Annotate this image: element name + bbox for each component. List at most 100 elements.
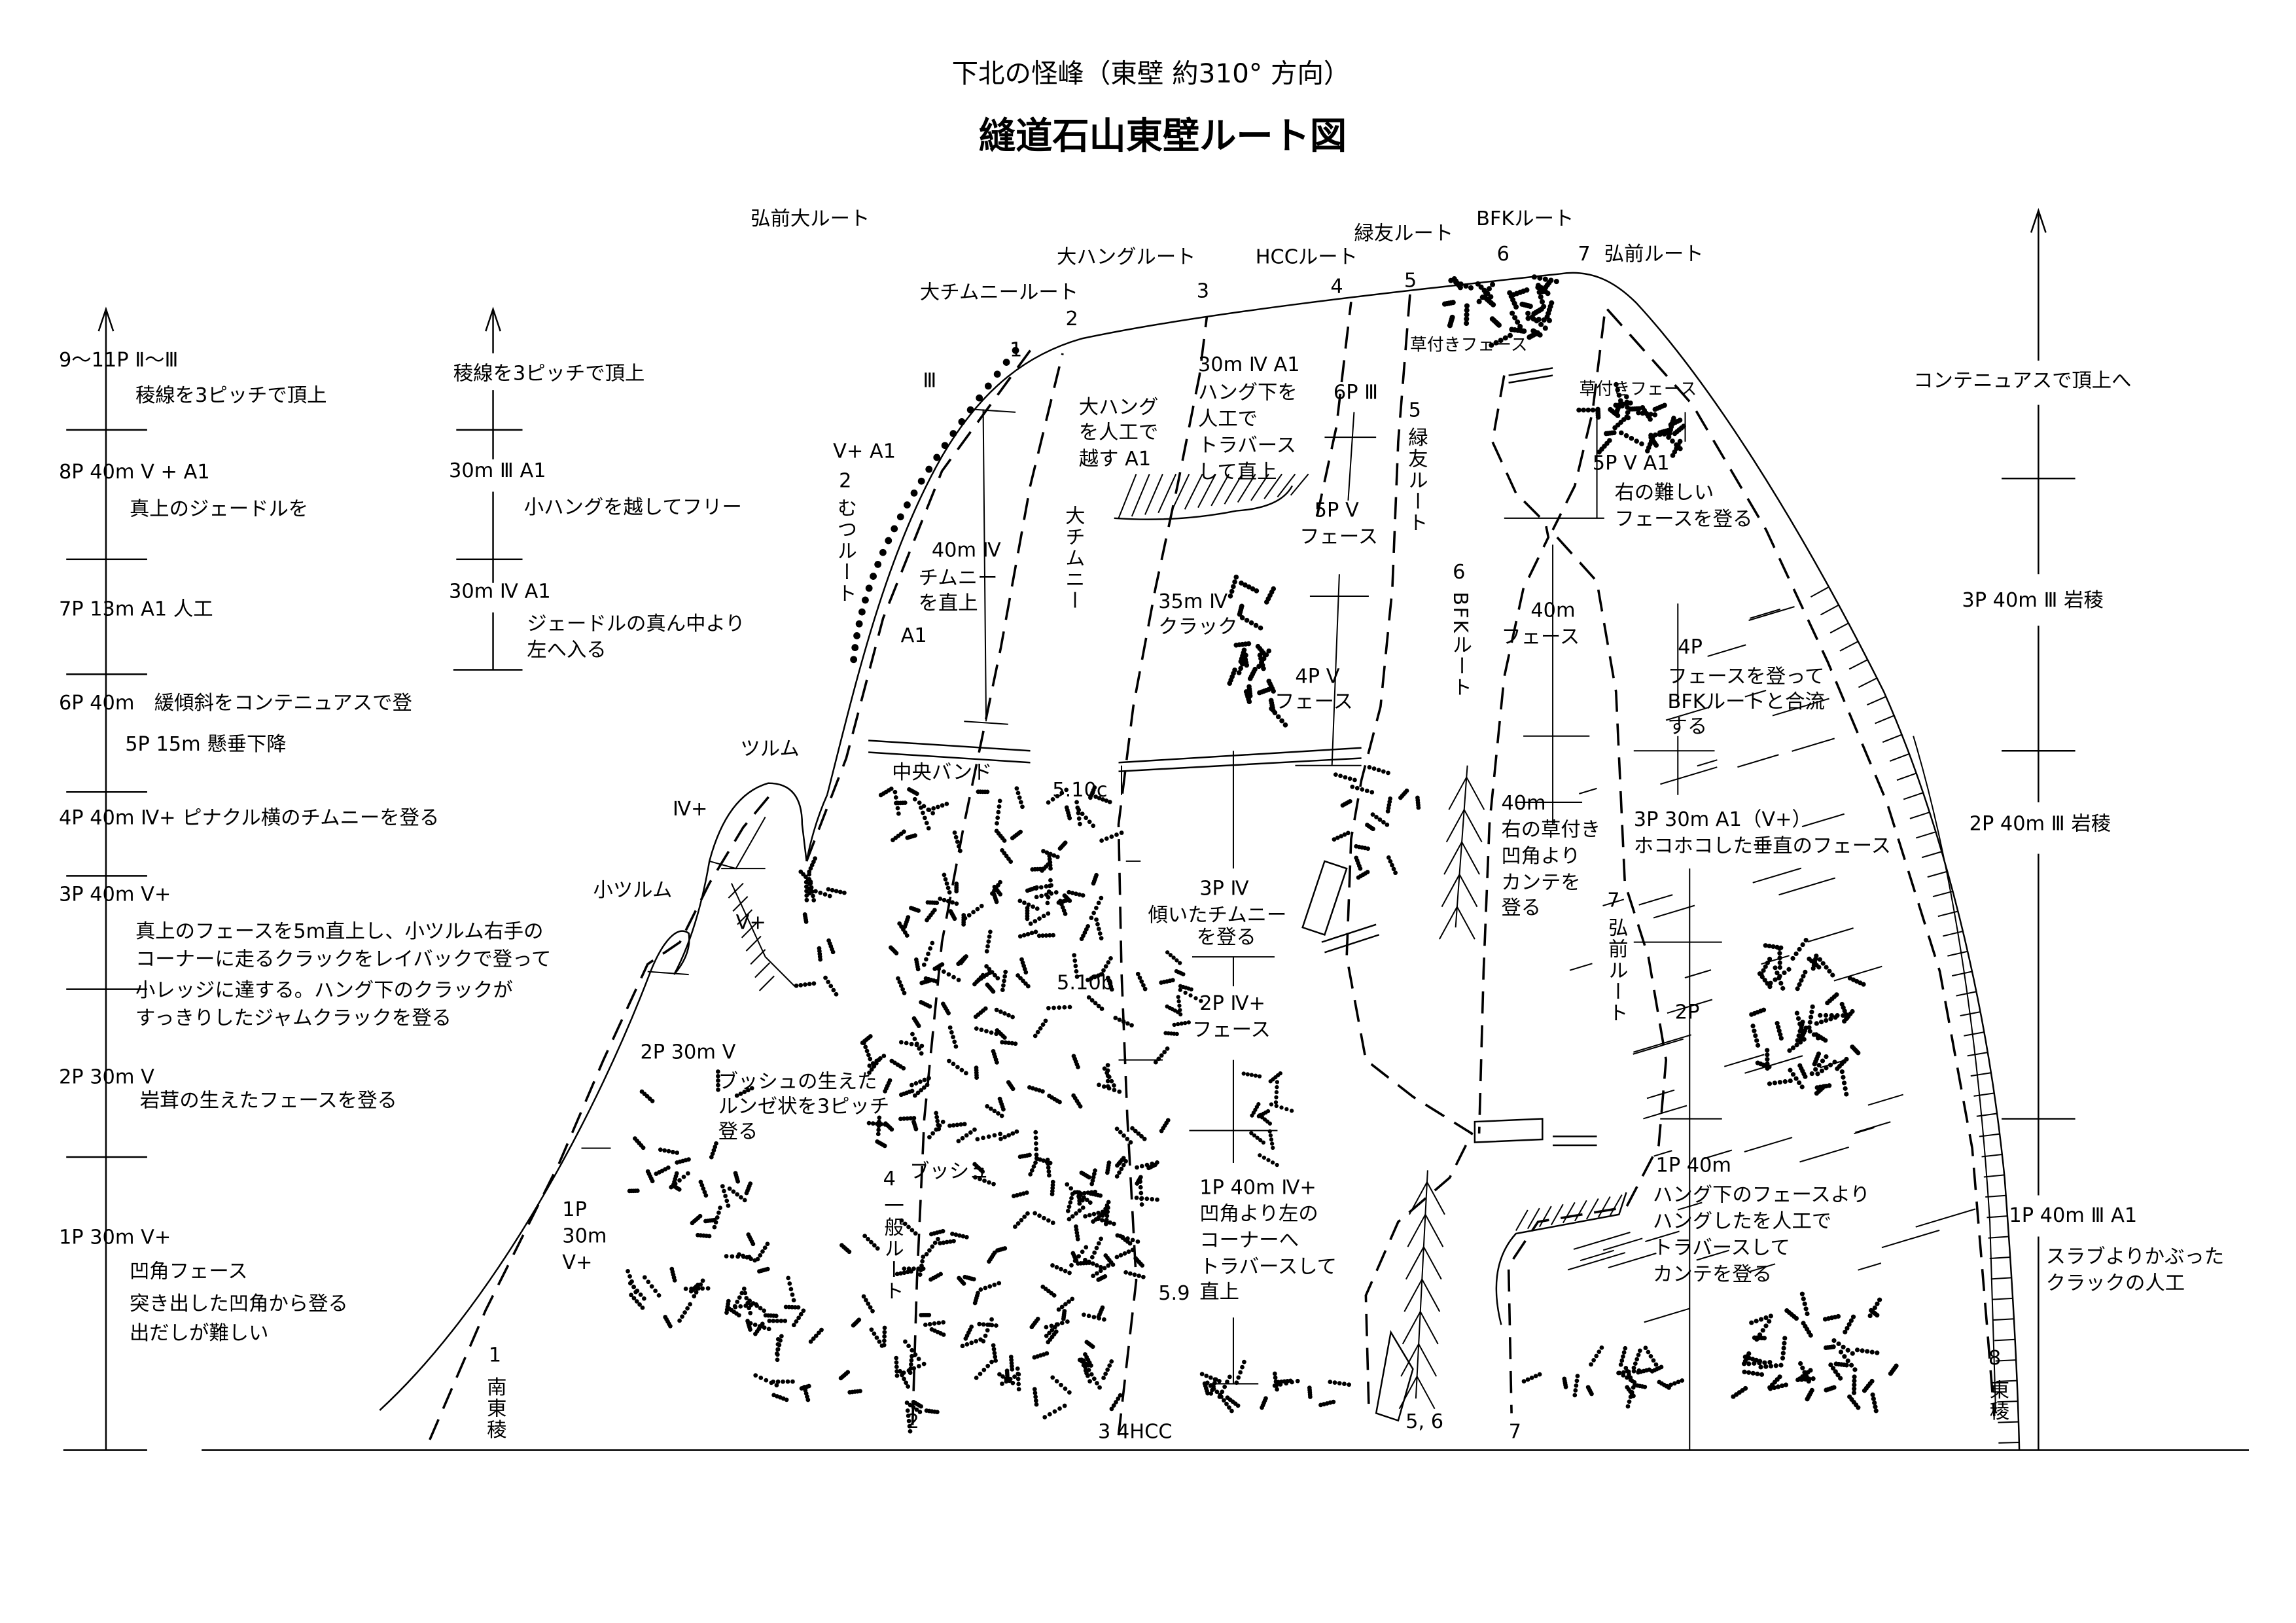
bush-dot [985,1328,990,1333]
bush-dot [1070,1251,1076,1256]
face-label: 30m [562,1224,607,1247]
hang-hatch-line [1538,1205,1552,1228]
bush-dot [1018,800,1023,805]
bush-dot [1666,434,1672,440]
bush-dot [1001,1107,1006,1112]
bush-dot [1674,442,1679,448]
bush-dot [1753,1033,1758,1039]
bush-dot [631,1296,637,1301]
bush-dot [1746,1351,1752,1356]
bush-dot [1810,1004,1815,1009]
bush-dot [762,1308,767,1313]
bush-dot [992,1109,997,1114]
bush-dot [1597,1349,1602,1354]
bush-dot [1204,1373,1209,1378]
bush-dot [1778,1032,1783,1037]
mutsu-route-dot [870,573,877,580]
bush-cluster [1227,575,1288,728]
face-label: ブッシュの生えた [718,1070,877,1093]
ridge-hatch-line [1927,870,1948,878]
bush-dot [1046,800,1051,805]
bush-dot [649,1284,654,1289]
bush-dot [724,1254,729,1258]
bush-dot [1181,972,1186,976]
bush-dot [1025,1211,1030,1216]
bush-dot [913,1126,919,1132]
bush-dot [1782,1079,1788,1084]
bush-dot [1034,1156,1039,1161]
bush-dot [1780,986,1786,991]
mutsu-route-dot [862,596,869,604]
bush-dot [758,1306,763,1311]
bush-dot [936,1126,942,1132]
bush-dot [894,1355,899,1361]
bush-dot [1082,1312,1086,1317]
bush-dot [922,815,927,821]
grass-chevron [1407,1213,1444,1247]
slab-stroke [1748,606,1795,621]
bush-dot [760,1249,765,1254]
bush-dot [1262,1155,1267,1160]
bush-dot [950,900,955,905]
rock-hatch [745,935,762,952]
bush-dot [882,1330,887,1334]
bush-dot [738,1304,743,1309]
grass-chevron [1439,905,1475,940]
route-7-upper-line [1551,316,1606,531]
bush-dot [1179,1021,1184,1026]
bush-dot [1836,1341,1841,1346]
bush-dot [981,1367,987,1372]
bush-dot [959,1122,963,1127]
bush-dot [1274,1103,1279,1109]
bush-dot [1347,1382,1352,1387]
route-start-number: 1 [489,1344,501,1367]
mutsu-route-dot [850,656,858,664]
bush-dot [1051,1293,1057,1298]
pitch-head: 2P 30m Ⅴ [59,1066,154,1089]
bush-dot [866,1237,870,1241]
bush-dot [1069,1196,1074,1201]
hang-hatch-line [1585,1198,1599,1220]
bush-dot [1077,1201,1082,1206]
bush-dot [1026,984,1031,989]
bush-dot [866,1052,871,1058]
bush-dot [894,1272,900,1277]
bush-dot [1773,1363,1778,1368]
bush-dot [935,1118,940,1124]
bush-dot [1256,1102,1261,1107]
face-label: 中央バンド [892,761,992,784]
mutsu-route-dot [1012,346,1019,354]
ridge-hatch-line [1848,659,1868,670]
bush-dot [987,971,992,976]
mutsu-route-dot [917,477,925,485]
bush-dot [944,1240,949,1245]
bush-dot [1171,978,1175,983]
bush-dot [902,1270,907,1275]
bush-dot [1846,1322,1852,1327]
bush-dot [627,1281,633,1286]
bush-dot [1767,956,1773,962]
bush-dot [1746,1361,1752,1366]
bush-dot [1447,323,1453,329]
bush-dot [1070,891,1075,895]
bush-dot [1648,1354,1653,1359]
bush-dot [941,1332,946,1337]
bush-dot [951,974,956,980]
bush-dot [1133,1128,1138,1133]
bush-dot [975,1137,980,1142]
bush-dot [1731,1394,1736,1399]
bush-dot [752,1258,757,1263]
bush-dot [934,1115,940,1120]
bush-dot [1771,944,1776,950]
bush-dot [1016,1382,1021,1387]
bush-dot [1107,800,1112,804]
hang-hatch-line [1574,1200,1587,1222]
bush-dot [738,1091,743,1096]
pitch-desc: 小レッジに達する。ハング下のクラックが [135,979,513,1002]
pitch-head: 1P 40m Ⅲ A1 [2009,1204,2137,1227]
bush-dot [1135,1239,1140,1244]
bush-cluster [860,955,1175,1277]
bush-dot [1047,933,1052,938]
bush-dot [730,1254,735,1259]
bush-dot [1004,1368,1010,1374]
